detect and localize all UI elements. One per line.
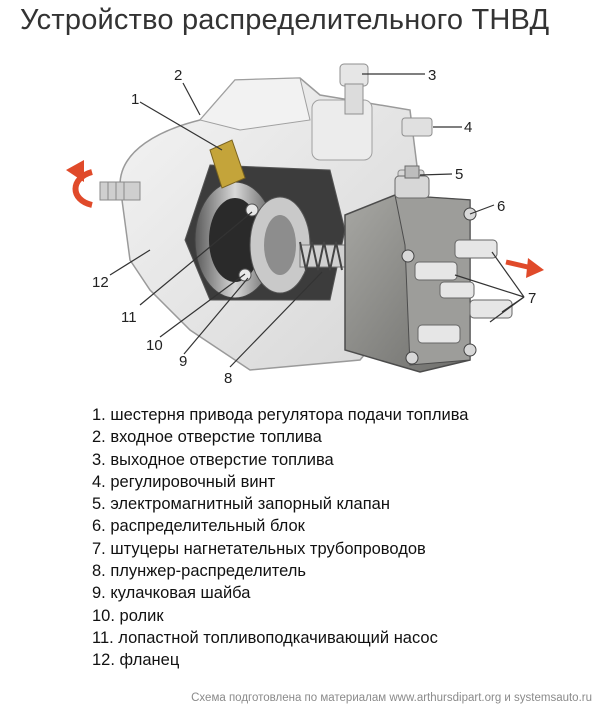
legend-item-11: 11. лопастной топливоподкачивающий насос <box>92 628 438 647</box>
callout-7: 7 <box>528 290 536 307</box>
fuel-outlet-arrow-icon <box>505 258 544 278</box>
legend-item-8: 8. плунжер-распределитель <box>92 562 307 581</box>
solenoid-valve <box>394 165 430 199</box>
page-title: Устройство распределительного ТНВД <box>20 4 550 36</box>
pump-diagram: 1 2 3 4 5 6 7 8 9 10 11 12 <box>66 63 544 387</box>
callout-6: 6 <box>497 198 505 215</box>
legend-item-3: 3. выходное отверстие топлива <box>92 450 334 469</box>
legend-item-6: 6. распределительный блок <box>92 517 305 536</box>
callout-9: 9 <box>179 353 187 370</box>
callout-2: 2 <box>174 67 182 84</box>
callout-10: 10 <box>146 337 163 354</box>
rotation-arrow-icon <box>66 160 94 208</box>
legend-item-5: 5. электромагнитный запорный клапан <box>92 495 390 514</box>
callout-3: 3 <box>428 67 436 84</box>
callout-5: 5 <box>455 166 463 183</box>
callout-12: 12 <box>92 274 109 291</box>
callout-numbers: 1 2 3 4 5 6 7 8 9 10 11 12 <box>92 67 536 387</box>
callout-1: 1 <box>131 91 139 108</box>
legend-item-10: 10. ролик <box>92 606 164 625</box>
legend-item-4: 4. регулировочный винт <box>92 472 276 491</box>
drive-shaft <box>99 181 141 201</box>
legend-item-7: 7. штуцеры нагнетательных трубопроводов <box>92 539 426 558</box>
callout-11: 11 <box>121 309 137 326</box>
source-credit: Схема подготовлена по материалам www.art… <box>191 692 592 704</box>
legend-item-12: 12. фланец <box>92 651 180 670</box>
leader-lines <box>109 73 525 368</box>
callout-4: 4 <box>464 119 472 136</box>
parts-legend: 1. шестерня привода регулятора подачи то… <box>92 404 468 672</box>
legend-item-9: 9. кулачковая шайба <box>92 584 251 603</box>
callout-8: 8 <box>224 370 232 387</box>
legend-item-1: 1. шестерня привода регулятора подачи то… <box>92 406 469 424</box>
legend-item-2: 2. входное отверстие топлива <box>92 428 322 447</box>
